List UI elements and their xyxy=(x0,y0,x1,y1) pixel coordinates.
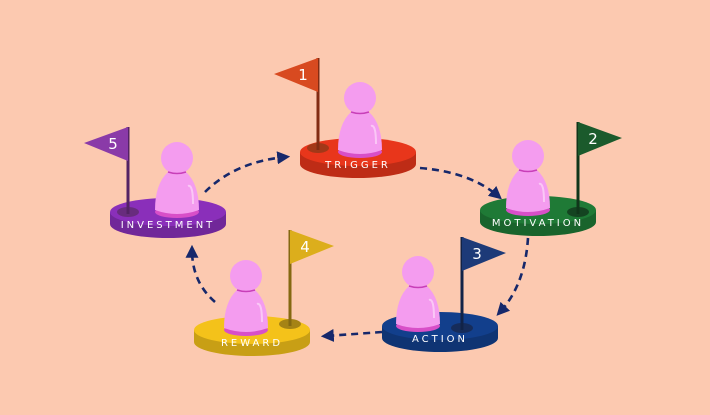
trigger-label: TRIGGER xyxy=(324,160,391,171)
stage-action: ACTION 3 xyxy=(382,237,506,352)
stage-trigger: TRIGGER 1 xyxy=(274,58,416,178)
flag-5-number: 5 xyxy=(108,135,118,153)
investment-label: INVESTMENT xyxy=(121,220,216,231)
pawn-icon xyxy=(155,142,199,218)
flag-4-number: 4 xyxy=(300,238,310,256)
flag-1-number: 1 xyxy=(298,66,308,84)
stage-motivation: MOTIVATION 2 xyxy=(480,122,622,236)
pawn-icon xyxy=(396,256,440,332)
cycle-arrow xyxy=(320,328,383,342)
flag-1-icon: 1 xyxy=(274,58,329,153)
action-label: ACTION xyxy=(412,334,468,345)
pawn-icon xyxy=(506,140,550,216)
flag-2-number: 2 xyxy=(588,130,598,148)
pawn-icon xyxy=(224,260,268,336)
pawn-icon xyxy=(338,82,382,158)
cycle-arrow xyxy=(204,151,291,193)
flag-3-icon: 3 xyxy=(451,237,506,333)
stage-investment: INVESTMENT 5 xyxy=(84,127,226,238)
flag-2-icon: 2 xyxy=(567,122,622,217)
cycle-arrow xyxy=(185,244,216,303)
flag-4-icon: 4 xyxy=(279,230,334,329)
reward-label: REWARD xyxy=(221,338,283,349)
cycle-arrow xyxy=(419,166,502,200)
motivation-label: MOTIVATION xyxy=(492,218,584,229)
stage-reward: REWARD 4 xyxy=(194,230,334,356)
flag-3-number: 3 xyxy=(472,245,482,263)
cycle-arrows xyxy=(185,151,530,342)
cycle-arrow xyxy=(496,237,530,316)
flag-5-icon: 5 xyxy=(84,127,139,217)
